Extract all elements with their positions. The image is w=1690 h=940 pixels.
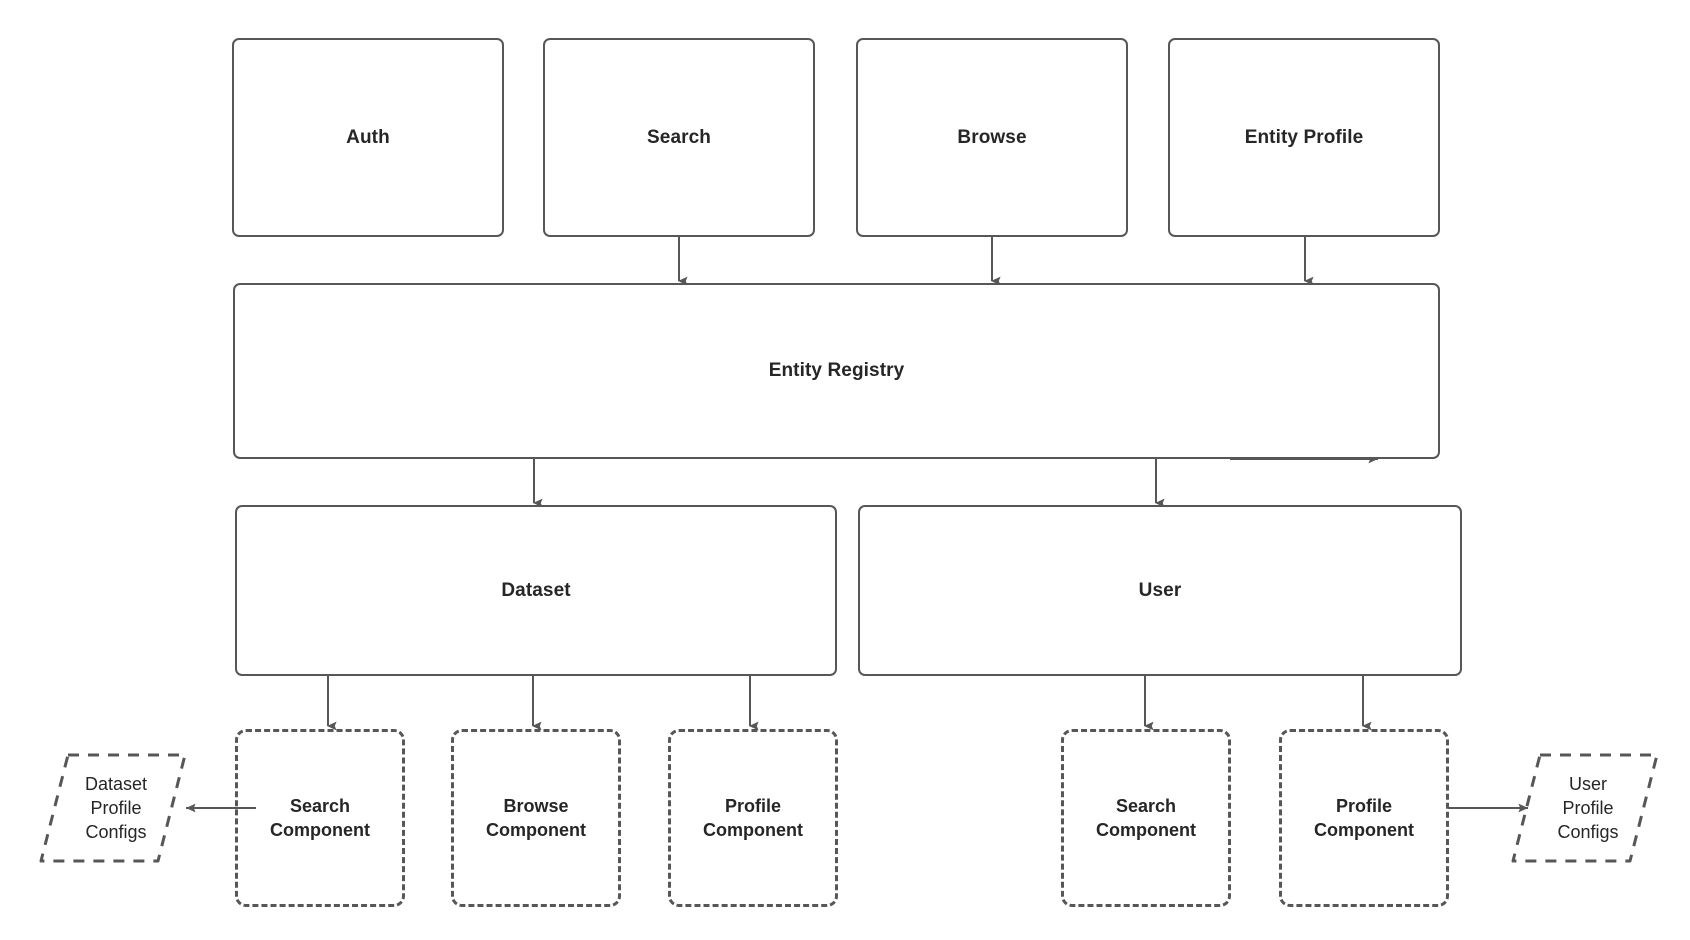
node-user-profile-component-label: Profile Component [1314,795,1414,840]
node-browse[interactable]: Browse [856,38,1128,237]
dataset-profile-configs-shape [39,753,187,863]
node-dataset-browse-component-label: Browse Component [486,795,586,840]
node-dataset-profile-configs-label: Dataset Profile Configs [84,773,148,843]
node-auth[interactable]: Auth [232,38,504,237]
node-entity-profile[interactable]: Entity Profile [1168,38,1440,237]
node-auth-label: Auth [346,126,390,148]
node-dataset-search-component[interactable]: Search Component [235,729,405,907]
node-dataset-profile-component-label: Profile Component [703,795,803,840]
node-dataset-profile-component[interactable]: Profile Component [668,729,838,907]
node-entity-registry-label: Entity Registry [768,360,905,381]
user-profile-configs-shape [1511,753,1659,863]
node-browse-label: Browse [957,126,1027,148]
node-user-label: User [1138,579,1182,601]
node-dataset[interactable]: Dataset [235,505,837,676]
node-dataset-browse-component[interactable]: Browse Component [451,729,621,907]
node-search[interactable]: Search [543,38,815,237]
node-dataset-search-component-label: Search Component [270,795,370,840]
node-dataset-label: Dataset [501,579,571,601]
node-user[interactable]: User [858,505,1462,676]
node-dataset-profile-configs[interactable]: Dataset Profile Configs [38,752,188,864]
node-entity-registry[interactable]: Entity Registry [233,283,1440,459]
node-user-search-component[interactable]: Search Component [1061,729,1231,907]
node-user-profile-component[interactable]: Profile Component [1279,729,1449,907]
node-search-label: Search [647,126,711,148]
node-entity-profile-label: Entity Profile [1244,126,1364,148]
node-user-search-component-label: Search Component [1096,795,1196,840]
node-user-profile-configs-label: User Profile Configs [1557,773,1619,843]
node-user-profile-configs[interactable]: User Profile Configs [1510,752,1660,864]
